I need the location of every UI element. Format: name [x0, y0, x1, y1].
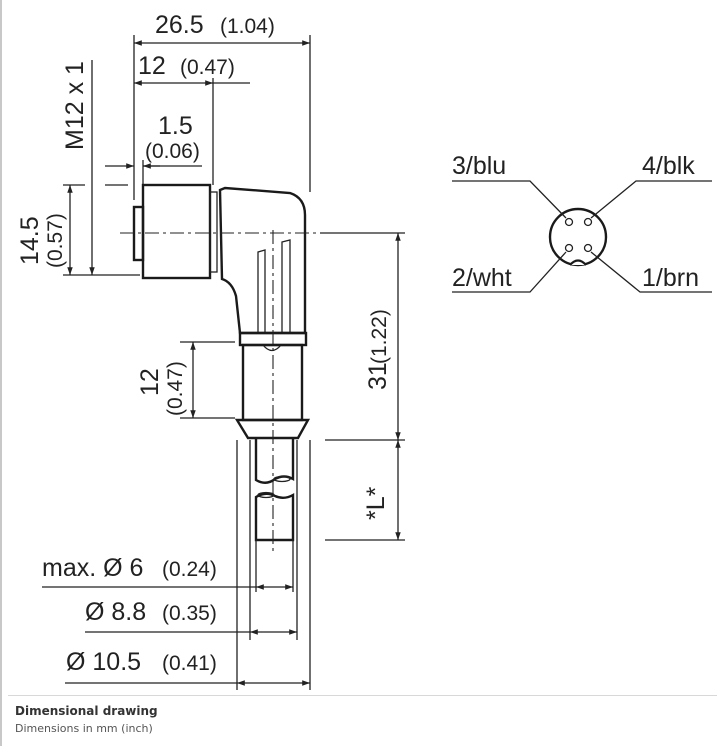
- dim-offset-1-5: 1.5 (0.06): [105, 112, 202, 185]
- dim-inch-text: (0.24): [162, 558, 217, 581]
- pin-2-label: 2/wht: [452, 264, 512, 292]
- dim-thread: M12 x 1: [61, 60, 140, 276]
- dim-inch-text: (0.47): [180, 56, 235, 79]
- dim-diameters: max. Ø 6 (0.24) Ø 8.8 (0.35) Ø 10.5 (0.4…: [42, 440, 311, 690]
- dim-inch-text: (0.35): [162, 602, 217, 625]
- pin-1-label: 1/brn: [642, 264, 699, 292]
- dim-text: 26.5: [155, 11, 204, 39]
- dim-width-12: 12 (0.47): [134, 52, 250, 185]
- collar-dia-text: Ø 10.5: [66, 648, 141, 676]
- dim-inch-text: (1.04): [220, 15, 275, 38]
- dim-inch-text: (0.06): [145, 140, 200, 163]
- dim-text: 1.5: [158, 112, 193, 140]
- collar: [234, 418, 311, 440]
- dimensional-drawing: 26.5 (1.04) 12 (0.47) 1.5 (0.06) M12 x 1…: [16, 11, 712, 690]
- dim-inch-text: (0.41): [162, 652, 217, 675]
- knurled-nut: [141, 183, 212, 280]
- connector-drawing: [120, 183, 320, 555]
- dim-text: 12: [138, 52, 166, 80]
- caption-subtitle: Dimensions in mm (inch): [15, 722, 153, 735]
- cable-length-text: *L*: [362, 486, 390, 520]
- dim-text: 14.5: [16, 216, 44, 265]
- pin-4-label: 4/blk: [642, 152, 695, 180]
- dim-cable-length: *L*: [325, 439, 405, 541]
- dim-overall-width: 26.5 (1.04): [133, 11, 311, 200]
- sleeve-dia-text: Ø 8.8: [85, 598, 146, 626]
- caption-title: Dimensional drawing: [15, 704, 158, 718]
- cable-bottom: [254, 492, 295, 542]
- dim-inch-text: (0.57): [44, 213, 67, 268]
- thread-text: M12 x 1: [61, 61, 89, 150]
- angled-housing: [218, 186, 307, 335]
- dim-inch-text: (0.47): [164, 361, 187, 416]
- dim-body-height: 31 (1.22): [320, 232, 405, 441]
- drawing-caption: Dimensional drawing Dimensions in mm (in…: [8, 695, 717, 735]
- pin-3-label: 3/blu: [452, 152, 506, 180]
- dim-inch-text: (1.22): [368, 309, 391, 364]
- nut-ring: [209, 191, 218, 273]
- dim-nut-height: 14.5 (0.57): [16, 184, 128, 276]
- dim-text: 12: [136, 368, 164, 396]
- cable-dia-text: max. Ø 6: [42, 554, 143, 582]
- dim-sleeve-length: 12 (0.47): [136, 341, 235, 419]
- cable-top: [254, 438, 295, 484]
- pinout-diagram: 3/blu 4/blk 2/wht 1/brn: [452, 152, 712, 293]
- dim-text: 31: [364, 362, 392, 390]
